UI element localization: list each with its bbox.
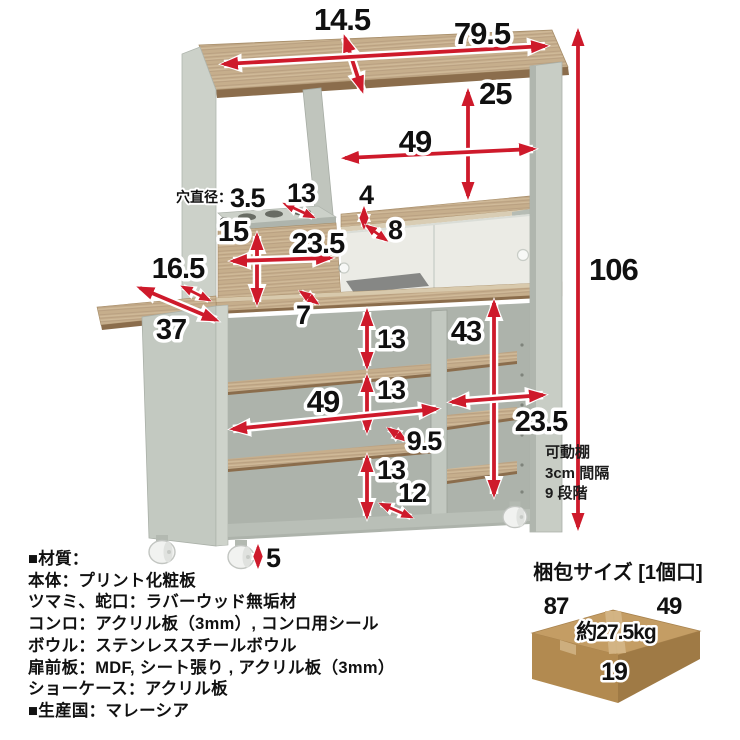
box-tape (560, 640, 576, 655)
kitchen-cart-illustration (96, 29, 569, 570)
materials-line-showcase: ショーケース：アクリル板 (28, 680, 228, 699)
materials-line-country: ■生産国：マレーシア (28, 701, 190, 720)
materials-line-bowl: ボウル：ステンレススチールボウル (28, 636, 297, 655)
dim-total-height-label: 106 (589, 252, 638, 287)
materials-line-stove: コンロ：アクリル板（3mm）, コンロ用シール (28, 615, 379, 634)
dim-right-width-label: 23.5 (515, 406, 568, 438)
package-size-section: 梱包サイズ [1個口] 87 49 約27.5kg 19 (530, 560, 703, 703)
dimension-arrows (134, 25, 588, 570)
lower-front-stile (215, 304, 229, 547)
dim-base-depth-label: 12 (398, 478, 426, 508)
caster-wheel (227, 540, 255, 570)
dim-cubby-width-arrow (227, 249, 336, 270)
lower-divider (430, 309, 448, 525)
lower-left-shelf (228, 440, 437, 472)
dim-hole-shelf-depth-arrow (281, 201, 317, 220)
right-panel (529, 61, 563, 533)
movable-note-line1: 可動棚 (545, 443, 590, 461)
shelf-hole (238, 213, 256, 221)
box-tape (605, 611, 626, 654)
dim-gap-bottom-label: 13 (377, 455, 406, 485)
package-weight-label: 約27.5kg (576, 620, 656, 644)
package-title: 梱包サイズ [1個口] (533, 560, 702, 584)
dim-rail-gap-label: 4 (359, 180, 374, 210)
dim-counter-edge-label: 7 (296, 300, 310, 330)
stove-plate (346, 273, 429, 293)
dimension-labels: 14.5 79.5 25 49 106 穴直径： 3.5 13 4 8 15 2… (148, 0, 643, 577)
dim-hole-diameter-label: 3.5 (230, 183, 266, 213)
package-depth-label: 49 (657, 593, 682, 620)
left-upper-panel (181, 46, 217, 303)
door-knob (338, 262, 350, 274)
cardboard-box (530, 609, 702, 703)
dim-roof-width-label: 79.5 (454, 16, 511, 51)
bottom-board (228, 509, 530, 537)
dim-rail-depth-arrow (363, 223, 390, 243)
dim-roof-depth-label: 14.5 (314, 2, 371, 37)
movable-note-line3: 9 段階 (545, 484, 588, 502)
lower-left-shelf (228, 363, 437, 395)
movable-note-line2: 3cm 間隔 (545, 465, 609, 482)
dim-lower-width-label: 49 (307, 384, 340, 419)
materials-header: ■材質： (28, 550, 89, 568)
dim-shelf-depth-arrow (385, 426, 409, 443)
dim-roof-width-arrow (218, 37, 551, 73)
dim-caster-height-label: 5 (266, 543, 281, 573)
dim-side-table-length-label: 37 (156, 314, 186, 346)
dim-side-table-depth-label: 16.5 (152, 253, 205, 285)
movable-shelf-note: 可動棚 3cm 間隔 9 段階 (545, 443, 609, 502)
materials-line-door-front: 扉前板：MDF, シート張り , アクリル板（3mm） (28, 658, 395, 677)
package-width-label: 87 (544, 593, 569, 620)
dim-hole-prefix-label: 穴直径： (176, 189, 232, 205)
dim-right-height-label: 43 (451, 316, 482, 348)
materials-list: ■材質： 本体：プリント化粧板 ツマミ、蛇口：ラバーウッド無垢材 コンロ：アクリ… (28, 549, 498, 723)
caster-wheel (148, 535, 176, 565)
dim-base-depth-arrow (377, 501, 415, 520)
shelf-hole (265, 210, 283, 218)
shelf-hole (220, 217, 230, 223)
dim-hole-shelf-depth-label: 13 (287, 178, 316, 208)
dim-upper-width-arrow (339, 140, 539, 167)
dim-gap-top-label: 13 (377, 324, 406, 354)
materials-line-knob-faucet: ツマミ、蛇口：ラバーウッド無垢材 (28, 593, 297, 612)
dim-right-width-arrow (446, 386, 549, 411)
materials-line-body: 本体：プリント化粧板 (28, 571, 196, 590)
dim-upper-width-label: 49 (399, 124, 432, 159)
dim-lower-width-arrow (227, 401, 442, 437)
dim-rail-depth-label: 8 (388, 215, 403, 245)
dim-upper-height-label: 25 (479, 76, 512, 111)
door-knob (516, 248, 530, 262)
dim-counter-edge-arrow (297, 289, 321, 306)
dim-side-table-length-arrow (134, 284, 222, 324)
dim-gap-middle-label: 13 (377, 375, 406, 405)
dim-cubby-width-label: 23.5 (292, 228, 345, 260)
caster-wheel (502, 501, 528, 529)
dim-cubby-height-label: 15 (218, 216, 249, 248)
package-height-label: 19 (601, 658, 627, 686)
dim-shelf-depth-label: 9.5 (407, 426, 443, 456)
